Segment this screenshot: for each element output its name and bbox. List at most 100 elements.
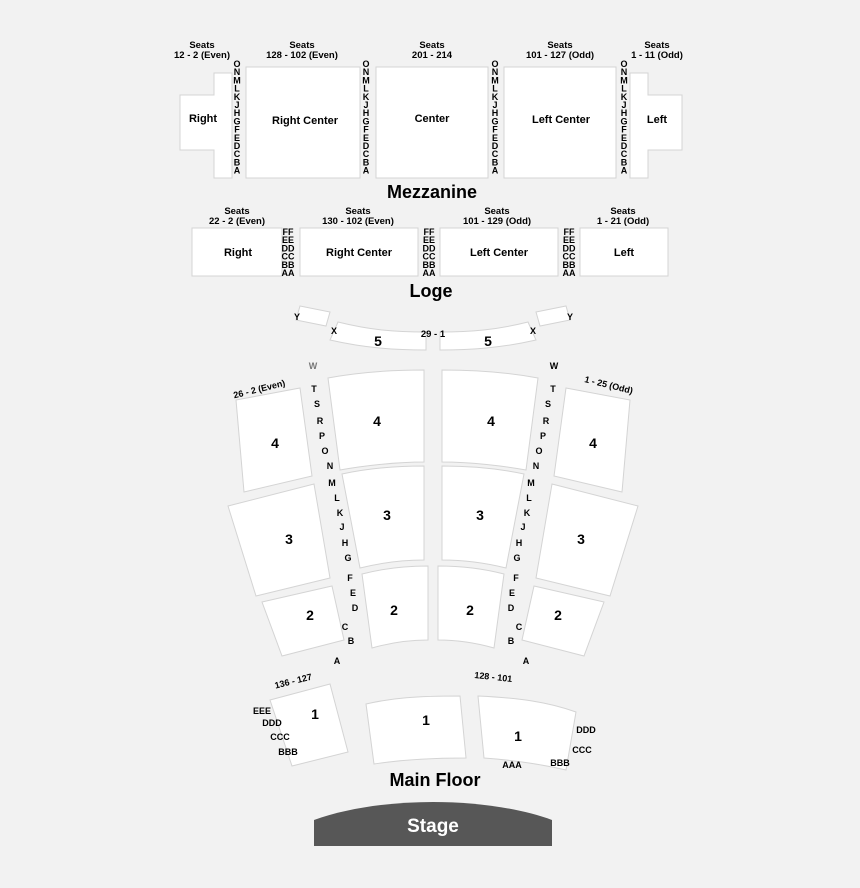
loge-row-label-ee: EE [423, 235, 435, 245]
lower-left-seat-range: 136 - 127 [274, 672, 313, 691]
zone-5-right: 5 [484, 333, 492, 349]
seat-range: 130 - 102 (Even) [322, 216, 394, 227]
main-section-2-left[interactable] [261, 585, 345, 657]
row-label-x-right: X [530, 326, 536, 336]
front-right-row-ccc: CCC [572, 745, 592, 755]
front-left-row-ccc: CCC [270, 732, 290, 742]
loge-header-right: Seats 22 - 2 (Even) [209, 206, 265, 227]
loge-header-left-center: Seats 101 - 129 (Odd) [463, 206, 531, 227]
main-upper-left-strip[interactable] [295, 305, 331, 327]
level-title-mezzanine: Mezzanine [387, 182, 477, 202]
front-right-row-bbb: BBB [550, 758, 570, 768]
zone-2-left-center: 2 [390, 602, 398, 618]
loge-left-center-section[interactable] [439, 227, 559, 277]
mezz-row-label-n: N [492, 67, 499, 77]
mezz-header-left: Seats 1 - 11 (Odd) [631, 40, 683, 61]
aisle-left-row-b: B [348, 636, 355, 646]
aisle-left-row-k: K [337, 508, 344, 518]
mezz-row-labels: ONMLKJHGFEDCBAONMLKJHGFEDCBAONMLKJHGFEDC… [233, 59, 628, 176]
center-seat-range: 29 - 1 [421, 329, 446, 340]
loge-row-label-bb: BB [563, 260, 576, 270]
aisle-right-row-a: A [523, 656, 530, 666]
main-section-4-right-center[interactable] [441, 369, 539, 471]
level-title-main-floor: Main Floor [390, 770, 481, 790]
front-right-row-ddd: DDD [576, 725, 596, 735]
aisle-left-row-p: P [319, 431, 325, 441]
loge-row-label-cc: CC [423, 252, 436, 262]
mezz-row-label-h: H [363, 108, 370, 118]
loge-right-center-name: Right Center [326, 247, 393, 259]
mezz-row-label-e: E [363, 133, 369, 143]
main-section-5-left[interactable] [329, 321, 427, 351]
mezz-row-label-g: G [491, 116, 498, 126]
mezz-row-label-c: C [234, 149, 241, 159]
main-section-4-left[interactable] [235, 387, 313, 493]
mezz-left-center-section[interactable] [503, 66, 617, 179]
main-section-1-left[interactable] [269, 683, 349, 767]
main-section-3-right[interactable] [535, 483, 639, 597]
main-section-4-right[interactable] [553, 387, 631, 493]
level-title-loge: Loge [410, 281, 453, 301]
aisle-right-row-j: J [520, 522, 525, 532]
seats-label: Seats [224, 206, 249, 217]
loge-row-label-dd: DD [563, 243, 576, 253]
aisle-left-row-d: D [352, 603, 359, 613]
aisle-left-row-c: C [342, 622, 349, 632]
mezz-row-label-l: L [492, 84, 498, 94]
zone-2-right: 2 [554, 607, 562, 623]
mezz-row-label-e: E [621, 133, 627, 143]
main-section-4-left-center[interactable] [327, 369, 425, 471]
lower-right-seat-range: 128 - 101 [474, 670, 513, 684]
mezz-row-label-c: C [621, 149, 628, 159]
seats-label: Seats [419, 40, 444, 51]
main-upper-right-strip[interactable] [535, 305, 571, 327]
mezz-row-label-d: D [363, 141, 370, 151]
aisle-right-row-o: O [535, 446, 542, 456]
mezz-right-center-section[interactable] [245, 66, 361, 179]
main-section-5-right[interactable] [439, 321, 537, 351]
main-section-3-left-center[interactable] [341, 465, 425, 569]
mezz-row-label-m: M [620, 75, 628, 85]
zone-3-left-center: 3 [383, 507, 391, 523]
aisle-right-row-h: H [516, 538, 523, 548]
loge-left-section[interactable] [579, 227, 669, 277]
mezz-row-label-k: K [621, 92, 628, 102]
row-label-y-left: Y [294, 312, 300, 322]
zone-3-right-center: 3 [476, 507, 484, 523]
main-section-1-right[interactable] [477, 695, 577, 771]
mezz-right-section[interactable] [179, 72, 233, 179]
mezzanine-level: Seats 12 - 2 (Even) Seats 128 - 102 (Eve… [174, 40, 683, 202]
mezz-row-label-l: L [234, 84, 240, 94]
mezz-row-label-h: H [234, 108, 241, 118]
zone-3-right: 3 [577, 531, 585, 547]
loge-row-label-cc: CC [282, 252, 295, 262]
aisle-left-row-w: W [309, 361, 318, 371]
loge-right-center-section[interactable] [299, 227, 419, 277]
seats-label: Seats [345, 206, 370, 217]
mezz-right-name: Right [189, 113, 217, 125]
aisle-right-row-l: L [526, 493, 532, 503]
mezz-row-label-d: D [234, 141, 241, 151]
mezz-left-section[interactable] [629, 72, 683, 179]
main-section-2-right-center[interactable] [437, 565, 505, 649]
mezz-row-label-n: N [234, 67, 241, 77]
mezz-center-section[interactable] [375, 66, 489, 179]
aisle-right-row-e: E [509, 588, 515, 598]
mezz-row-label-b: B [363, 157, 370, 167]
main-section-2-left-center[interactable] [361, 565, 429, 649]
aisle-left-row-e: E [350, 588, 356, 598]
main-section-1-center[interactable] [365, 695, 467, 765]
main-section-2-right[interactable] [521, 585, 605, 657]
main-section-3-right-center[interactable] [441, 465, 525, 569]
mezz-row-label-k: K [234, 92, 241, 102]
main-section-3-left[interactable] [227, 483, 331, 597]
seat-range: 12 - 2 (Even) [174, 50, 230, 61]
aisle-right-row-n: N [533, 461, 540, 471]
loge-right-name: Right [224, 247, 252, 259]
loge-right-section[interactable] [191, 227, 283, 277]
aisle-left-row-a: A [334, 656, 341, 666]
loge-row-label-ee: EE [563, 235, 575, 245]
row-label-y-right: Y [567, 312, 573, 322]
aisle-left-row-m: M [328, 478, 336, 488]
